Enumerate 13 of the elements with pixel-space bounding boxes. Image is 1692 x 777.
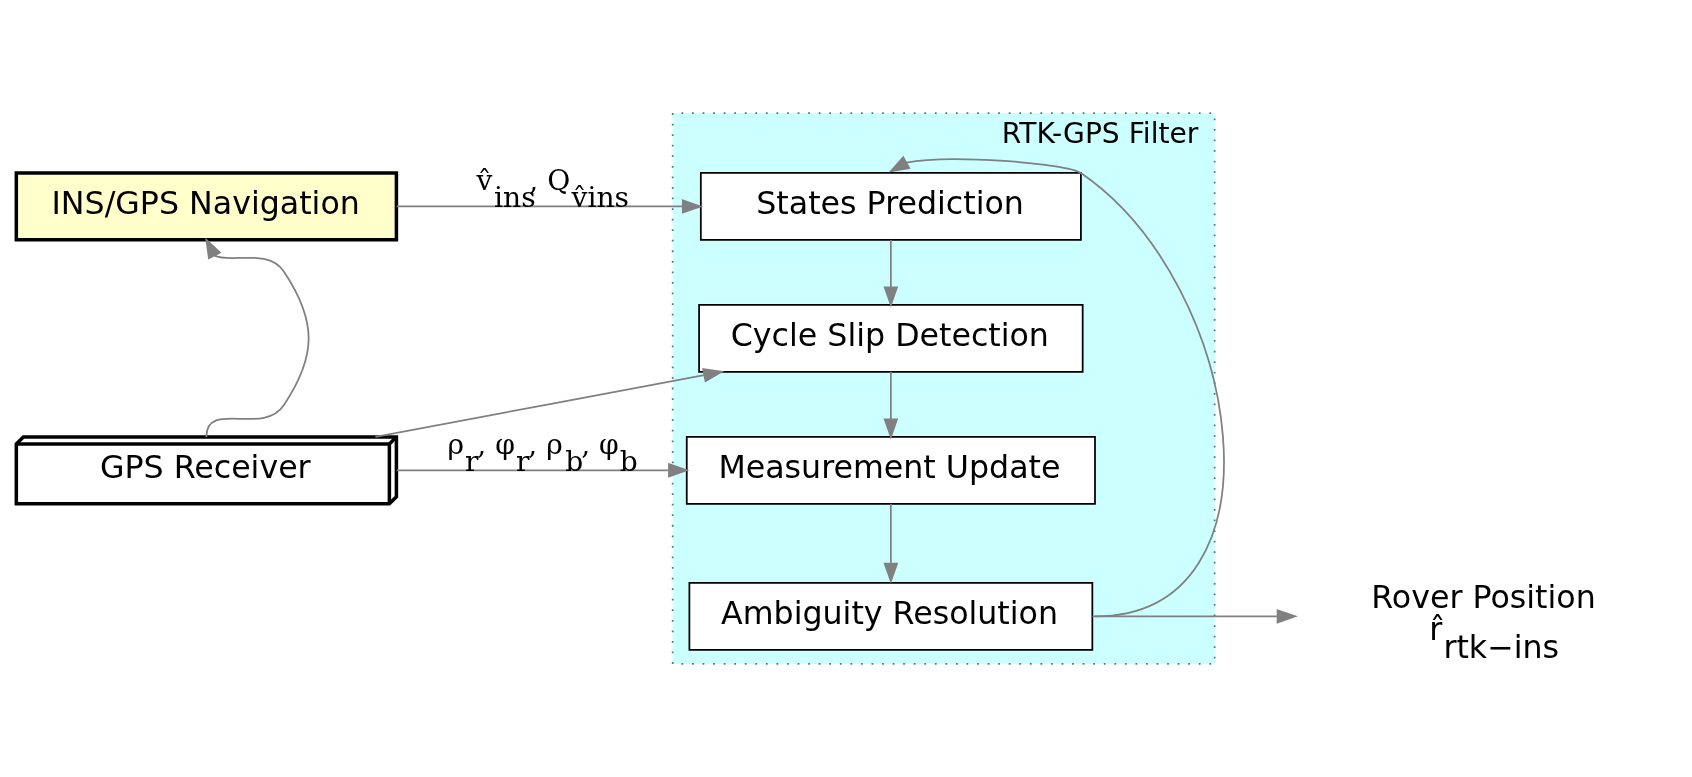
node-box: Ambiguity Resolution [688,582,1094,651]
arrow [1091,609,1298,624]
arrow [888,155,1224,618]
arrow [395,198,704,214]
arrow [883,238,899,308]
node-box: Cycle Slip Detection [698,304,1084,373]
node-box: INS/GPS Navigation [14,171,399,242]
node-box: States Prediction [699,172,1082,241]
arrow [883,502,899,584]
node-box: Measurement Update [685,436,1096,505]
arrow [205,237,310,438]
arrow [883,370,899,440]
arrow [374,368,725,438]
